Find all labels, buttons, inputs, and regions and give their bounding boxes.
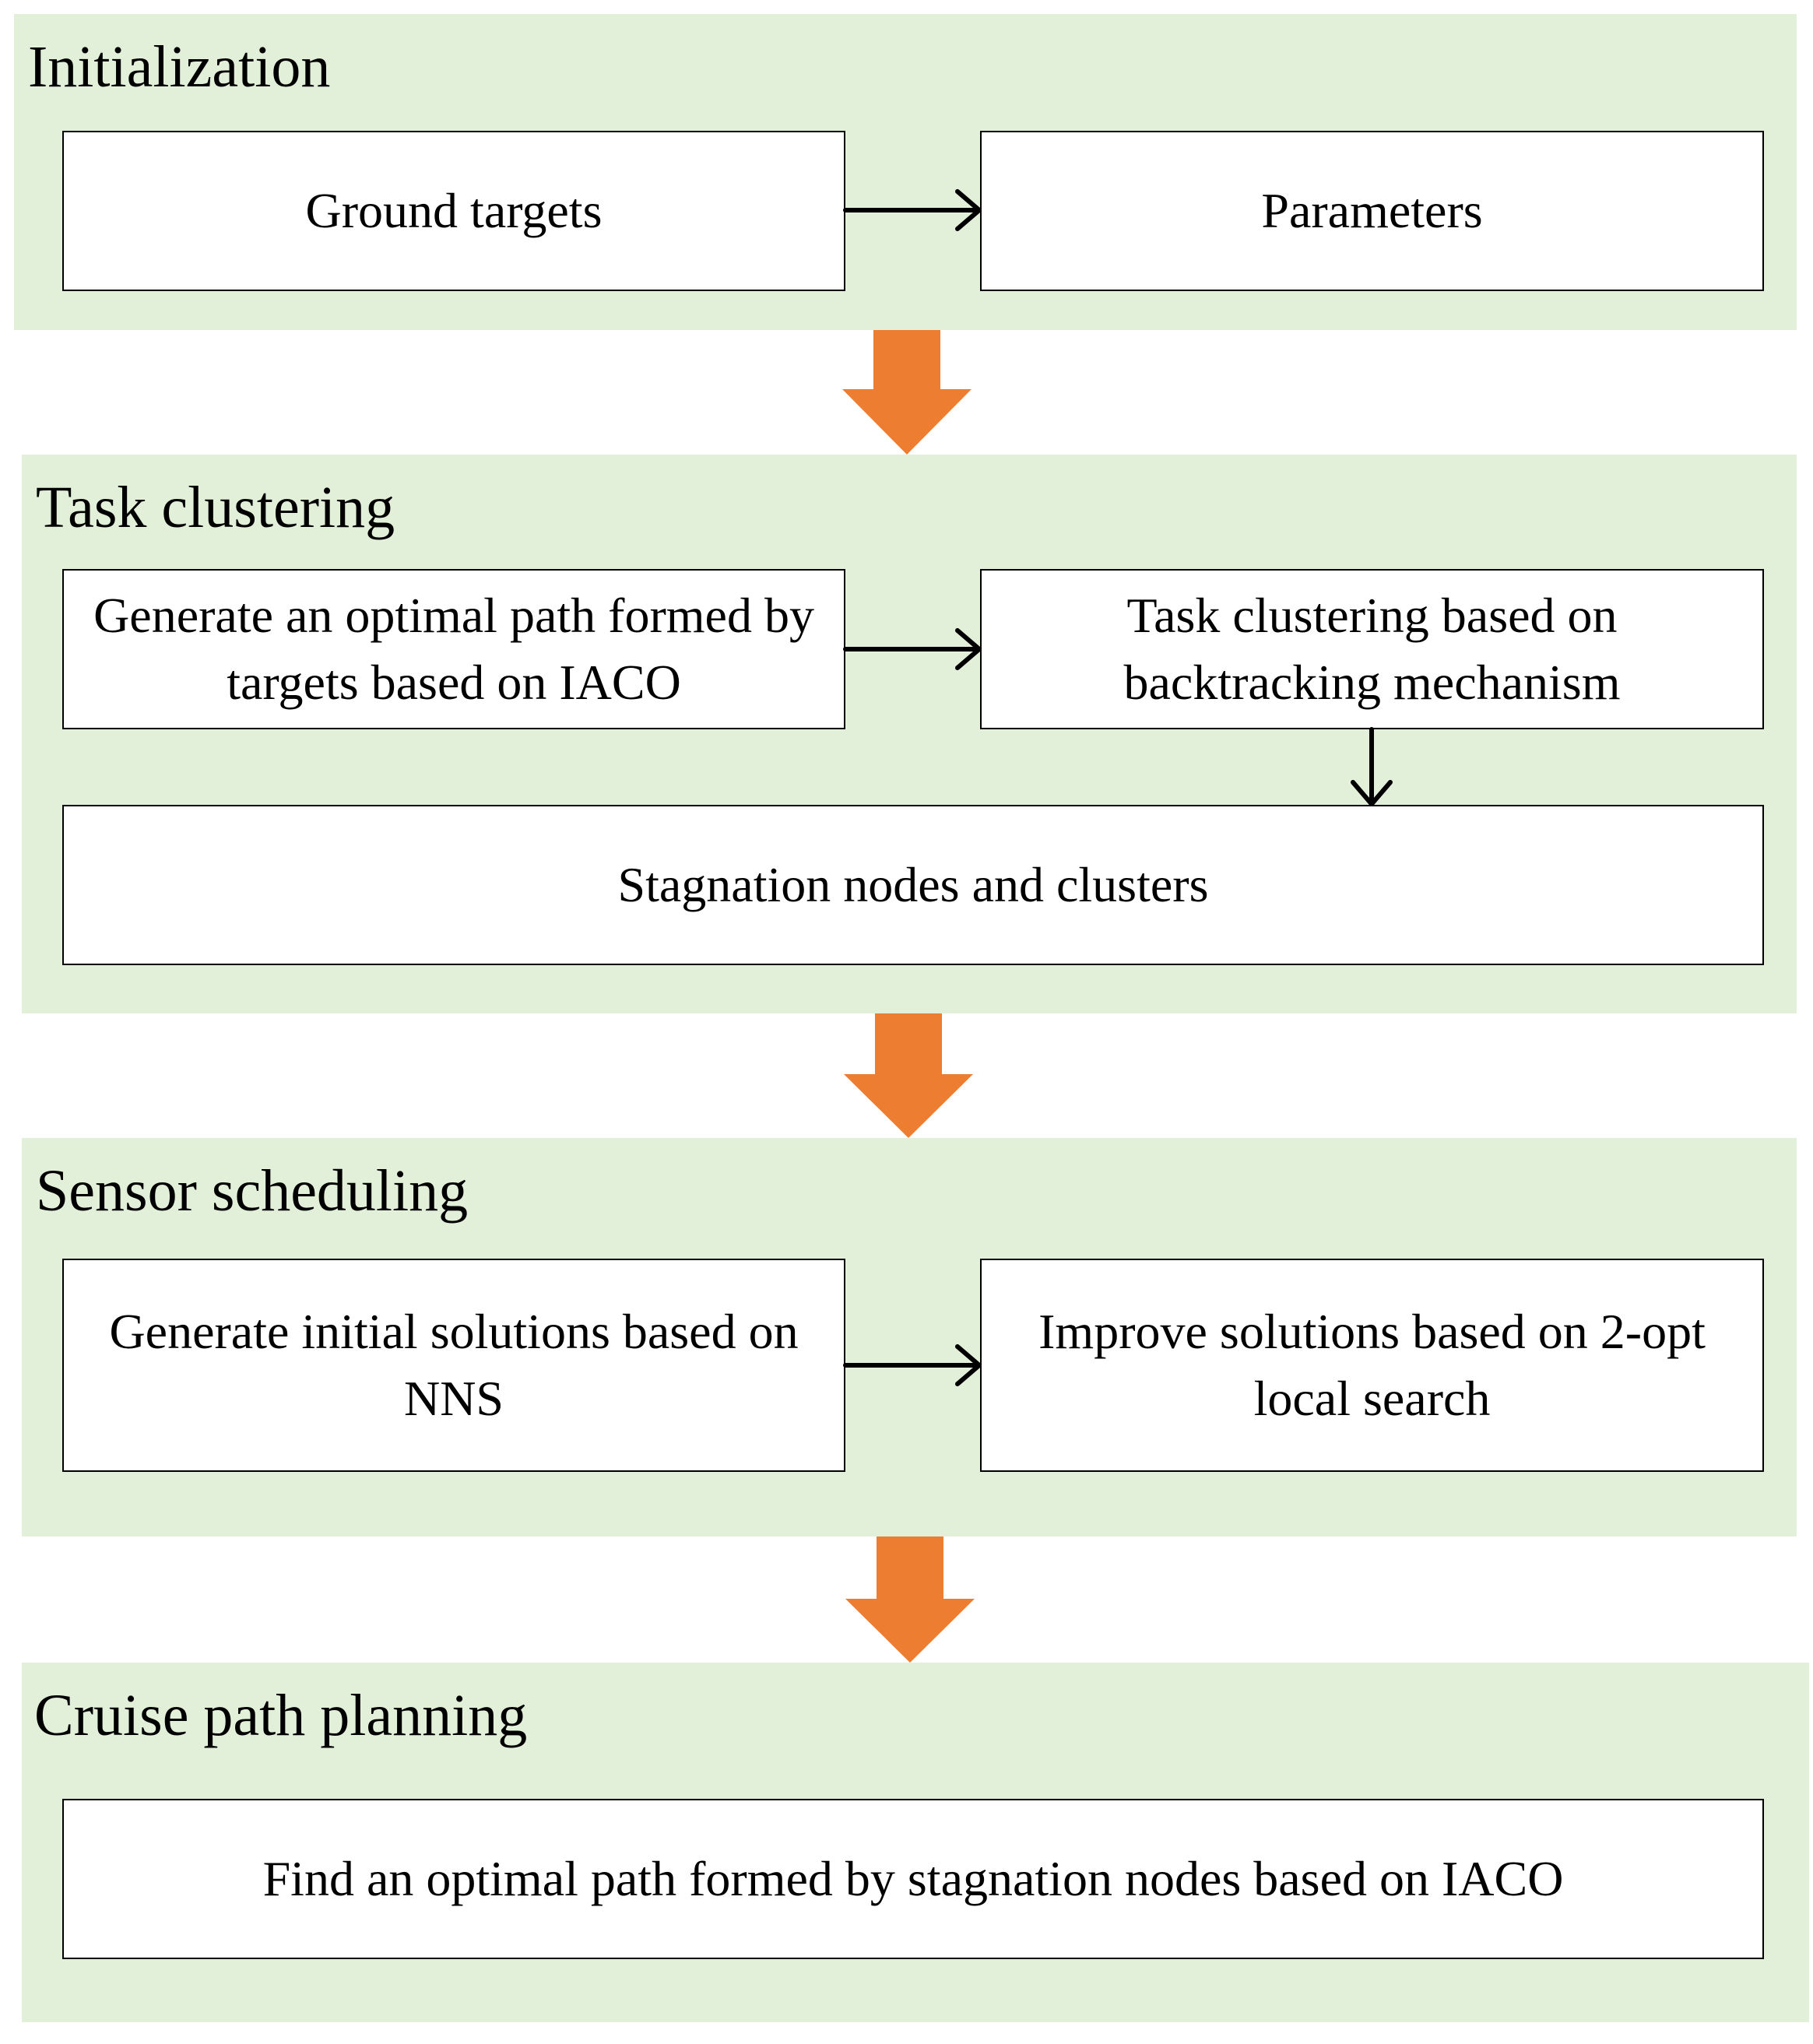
box-label: Parameters: [1261, 183, 1483, 238]
generate-optimal-path-box: Generate an optimal path formed by targe…: [62, 569, 845, 729]
arrow-task-clustering-to-stagnation-nodes: [1351, 727, 1393, 806]
generate-initial-solutions-box: Generate initial solutions based on NNS: [62, 1259, 845, 1472]
stage-title: Initialization: [28, 34, 331, 100]
stage-arrow-down-icon: [844, 1013, 973, 1138]
stagnation-nodes-box: Stagnation nodes and clusters: [62, 805, 1764, 965]
parameters-box: Parameters: [980, 131, 1764, 291]
stage-arrow-down-icon: [842, 330, 972, 455]
box-label: Generate initial solutions based on NNS: [109, 1304, 799, 1426]
box-label: Find an optimal path formed by stagnatio…: [262, 1851, 1564, 1906]
stage-title: Cruise path planning: [34, 1683, 528, 1748]
stage-title: Task clustering: [36, 475, 395, 540]
box-label: Generate an optimal path formed by targe…: [93, 588, 814, 710]
arrow-ground-targets-to-parameters: [843, 189, 982, 231]
box-label: Stagnation nodes and clusters: [617, 857, 1209, 912]
box-label: Ground targets: [305, 183, 603, 238]
stage-title: Sensor scheduling: [36, 1158, 469, 1224]
box-label: Improve solutions based on 2-opt local s…: [1038, 1304, 1706, 1426]
stage-arrow-down-icon: [845, 1537, 975, 1663]
ground-targets-box: Ground targets: [62, 131, 845, 291]
inner-arrows: [843, 189, 1393, 1386]
improve-solutions-box: Improve solutions based on 2-opt local s…: [980, 1259, 1764, 1472]
arrow-optimal-path-to-task-clustering: [843, 628, 982, 670]
stage-arrows: [842, 330, 975, 1663]
find-optimal-path-box: Find an optimal path formed by stagnatio…: [62, 1799, 1764, 1959]
box-label: Task clustering based on backtracking me…: [1123, 588, 1621, 710]
arrow-initial-solutions-to-improve: [843, 1344, 982, 1386]
